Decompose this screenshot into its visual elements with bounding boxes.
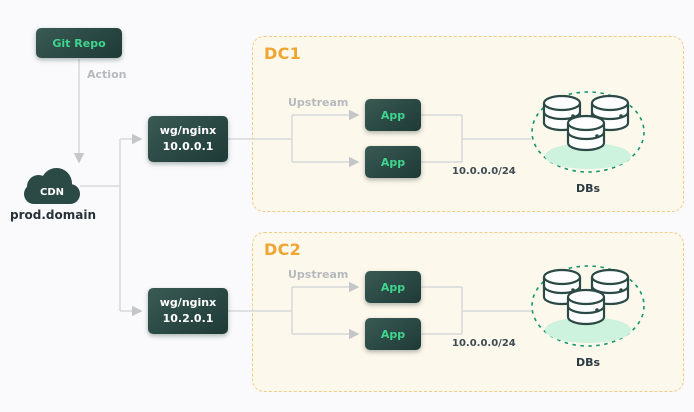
dc2-app-node-2: App [365, 318, 421, 350]
dc2-container [252, 232, 684, 392]
dc2-dbs-label: DBs [575, 356, 601, 369]
dc1-dbs-label: DBs [575, 182, 601, 195]
dc1-app-node-1: App [365, 99, 421, 131]
dc2-title: DC2 [264, 240, 302, 259]
prod-domain-label: prod.domain [10, 208, 96, 222]
dc2-gateway-node: wg/nginx 10.2.0.1 [148, 288, 228, 334]
git-repo-node: Git Repo [36, 28, 122, 58]
dc1-app-node-2: App [365, 146, 421, 178]
dc1-subnet-label: 10.0.0.0/24 [452, 166, 516, 177]
dc1-gateway-node: wg/nginx 10.0.0.1 [148, 116, 228, 162]
dc1-title: DC1 [264, 44, 302, 63]
dc1-app1-label: App [380, 108, 406, 122]
dc1-gateway-ip: 10.0.0.1 [162, 140, 214, 153]
cdn-cloud-icon: CDN [24, 166, 80, 206]
dc2-upstream-label: Upstream [288, 268, 349, 281]
git-repo-label: Git Repo [52, 36, 106, 50]
cdn-label: CDN [39, 187, 64, 198]
cloud-base [24, 184, 80, 204]
dc1-gateway-label: wg/nginx 10.0.0.1 [160, 123, 216, 156]
dc2-gateway-label: wg/nginx 10.2.0.1 [160, 295, 216, 328]
dc2-app-node-1: App [365, 271, 421, 303]
dc2-gateway-ip: 10.2.0.1 [162, 312, 214, 325]
dc1-gateway-name: wg/nginx [159, 123, 217, 137]
dc2-subnet-label: 10.0.0.0/24 [452, 338, 516, 349]
dc1-upstream-label: Upstream [288, 96, 349, 109]
dc2-gateway-name: wg/nginx [159, 295, 217, 309]
dc1-database-cluster-icon [530, 90, 650, 190]
dc2-database-cluster-icon [530, 264, 650, 364]
action-label: Action [87, 68, 127, 81]
dc2-app1-label: App [380, 280, 406, 294]
dc1-app2-label: App [380, 155, 406, 169]
dc2-app2-label: App [380, 327, 406, 341]
